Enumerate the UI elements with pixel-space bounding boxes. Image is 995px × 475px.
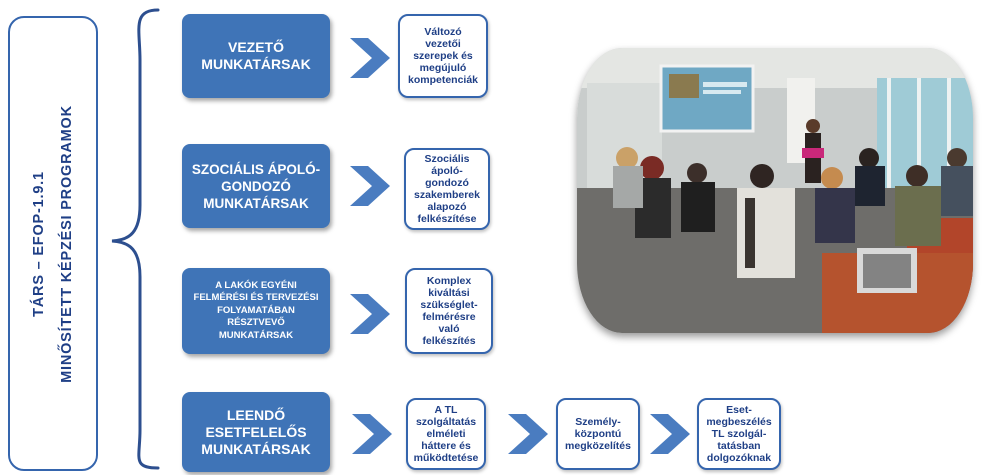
program-box-case-managers: LEENDŐ ESETFELELŐS MUNKATÁRSAK	[182, 392, 330, 472]
outcome-box-leaders: Változó vezetői szerepek és megújuló kom…	[398, 14, 488, 98]
chevron-right-icon	[508, 414, 548, 454]
outcome-text: Személy- központú megközelítés	[565, 416, 631, 452]
chevron-right-icon	[350, 166, 390, 206]
outcome-text: Szociális ápoló- gondozó szakemberek ala…	[414, 153, 480, 225]
outcome-box-assessment: Komplex kiváltási szükséglet- felmérésre…	[405, 268, 493, 354]
outcome-text: Komplex kiváltási szükséglet- felmérésre…	[420, 275, 478, 347]
outcome-text: Eset- megbeszélés TL szolgál- tatásban d…	[706, 404, 772, 464]
outcome-box-case-discussion: Eset- megbeszélés TL szolgál- tatásban d…	[697, 398, 781, 470]
outcome-box-care-workers: Szociális ápoló- gondozó szakemberek ala…	[404, 148, 490, 230]
outcome-text: Változó vezetői szerepek és megújuló kom…	[407, 26, 479, 86]
program-box-leaders: VEZETŐ MUNKATÁRSAK	[182, 14, 330, 98]
chevron-right-icon	[352, 414, 392, 454]
chevron-right-icon	[350, 38, 390, 78]
program-label-leaders: VEZETŐ MUNKATÁRSAK	[201, 39, 311, 72]
outcome-text: A TL szolgáltatás elméleti háttere és mű…	[413, 404, 479, 464]
outcome-box-tl-service: A TL szolgáltatás elméleti háttere és mű…	[406, 398, 486, 470]
chevron-right-icon	[650, 414, 690, 454]
outcome-box-person-centred: Személy- központú megközelítés	[556, 398, 640, 470]
program-label-care-workers: SZOCIÁLIS ÁPOLÓ- GONDOZÓ MUNKATÁRSAK	[191, 161, 321, 211]
program-label-assessment-staff: A LAKÓK EGYÉNI FELMÉRÉSI ÉS TERVEZÉSI FO…	[193, 279, 319, 341]
training-session-photo	[577, 48, 973, 333]
program-box-assessment-staff: A LAKÓK EGYÉNI FELMÉRÉSI ÉS TERVEZÉSI FO…	[182, 268, 330, 354]
chevron-right-icon	[350, 294, 390, 334]
program-box-care-workers: SZOCIÁLIS ÁPOLÓ- GONDOZÓ MUNKATÁRSAK	[182, 144, 330, 228]
program-title-box: TÁRS – EFOP-1.9.1 MINŐSÍTETT KÉPZÉSI PRO…	[8, 16, 98, 471]
program-label-case-managers: LEENDŐ ESETFELELŐS MUNKATÁRSAK	[201, 406, 311, 457]
